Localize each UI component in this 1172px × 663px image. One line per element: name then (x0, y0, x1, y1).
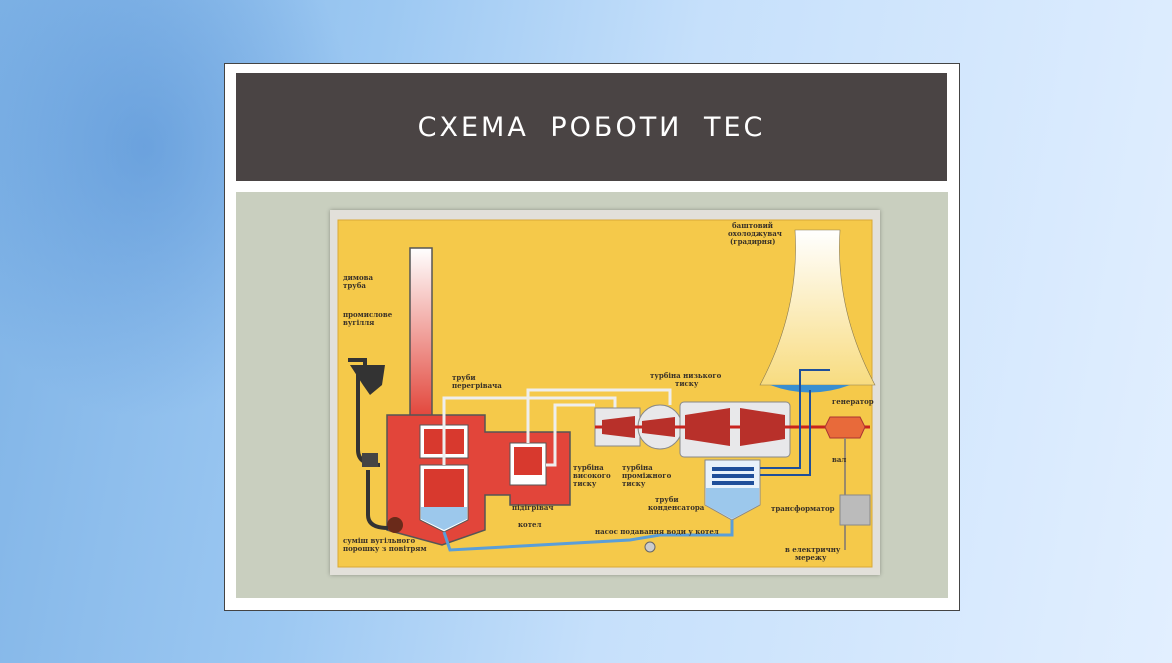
label-superheater-2: перегрівача (452, 381, 502, 390)
label-lp-2: тиску (675, 379, 699, 388)
label-superheater: труби (452, 373, 476, 382)
label-tower-2: охолоджувач (728, 229, 782, 238)
steam-pipes (442, 388, 672, 467)
transformer (839, 494, 871, 526)
cooling-water-pipes (760, 369, 830, 476)
burner (387, 517, 403, 533)
label-lp: турбіна низького (650, 371, 722, 380)
label-heater: підігрівач (512, 503, 553, 512)
label-ip: турбіна (622, 463, 653, 472)
label-ip-3: тиску (622, 479, 646, 488)
condenser-pipes (712, 467, 754, 485)
boiler (419, 464, 469, 533)
label-coal: промислове (343, 310, 393, 319)
coal-mill (362, 453, 378, 467)
feed-water-pipe (442, 520, 734, 552)
generator (824, 416, 866, 439)
label-grid-2: мережу (795, 553, 827, 562)
label-chimney-2: труба (343, 281, 366, 290)
label-grid: в електричну (785, 545, 841, 554)
label-hp: турбіна (573, 463, 604, 472)
coal-hopper (350, 365, 385, 395)
label-mixture-2: порошку з повітрям (343, 544, 427, 553)
pump (644, 541, 656, 553)
label-shaft: вал (832, 455, 846, 464)
slide-title: СХЕМА РОБОТИ ТЕС (417, 111, 766, 143)
label-boiler: котел (518, 520, 542, 529)
label-chimney: димова (343, 273, 373, 282)
label-tower-3: (градирня) (730, 237, 775, 246)
label-generator: генератор (832, 397, 874, 406)
label-tower: баштовий (732, 221, 773, 230)
turbine-blades (602, 408, 785, 446)
label-ip-2: проміжного (622, 471, 672, 480)
cooling-tower (759, 229, 876, 386)
label-condenser-2: конденсатора (648, 503, 705, 512)
condenser-water (706, 488, 759, 519)
mixture-pipe (366, 470, 389, 530)
label-condenser: труби (655, 495, 679, 504)
chimney (409, 247, 433, 419)
tower-basin (770, 385, 850, 393)
label-coal-2: вугілля (343, 318, 374, 327)
heater (509, 442, 547, 486)
label-mixture: суміш вугільного (343, 536, 416, 545)
label-hp-3: тиску (573, 479, 597, 488)
label-pump: насос подавання води у котел (595, 527, 719, 536)
label-transformer: трансформатор (771, 504, 835, 513)
label-hp-2: високого (573, 471, 611, 480)
slide-header: СХЕМА РОБОТИ ТЕС (236, 73, 947, 181)
